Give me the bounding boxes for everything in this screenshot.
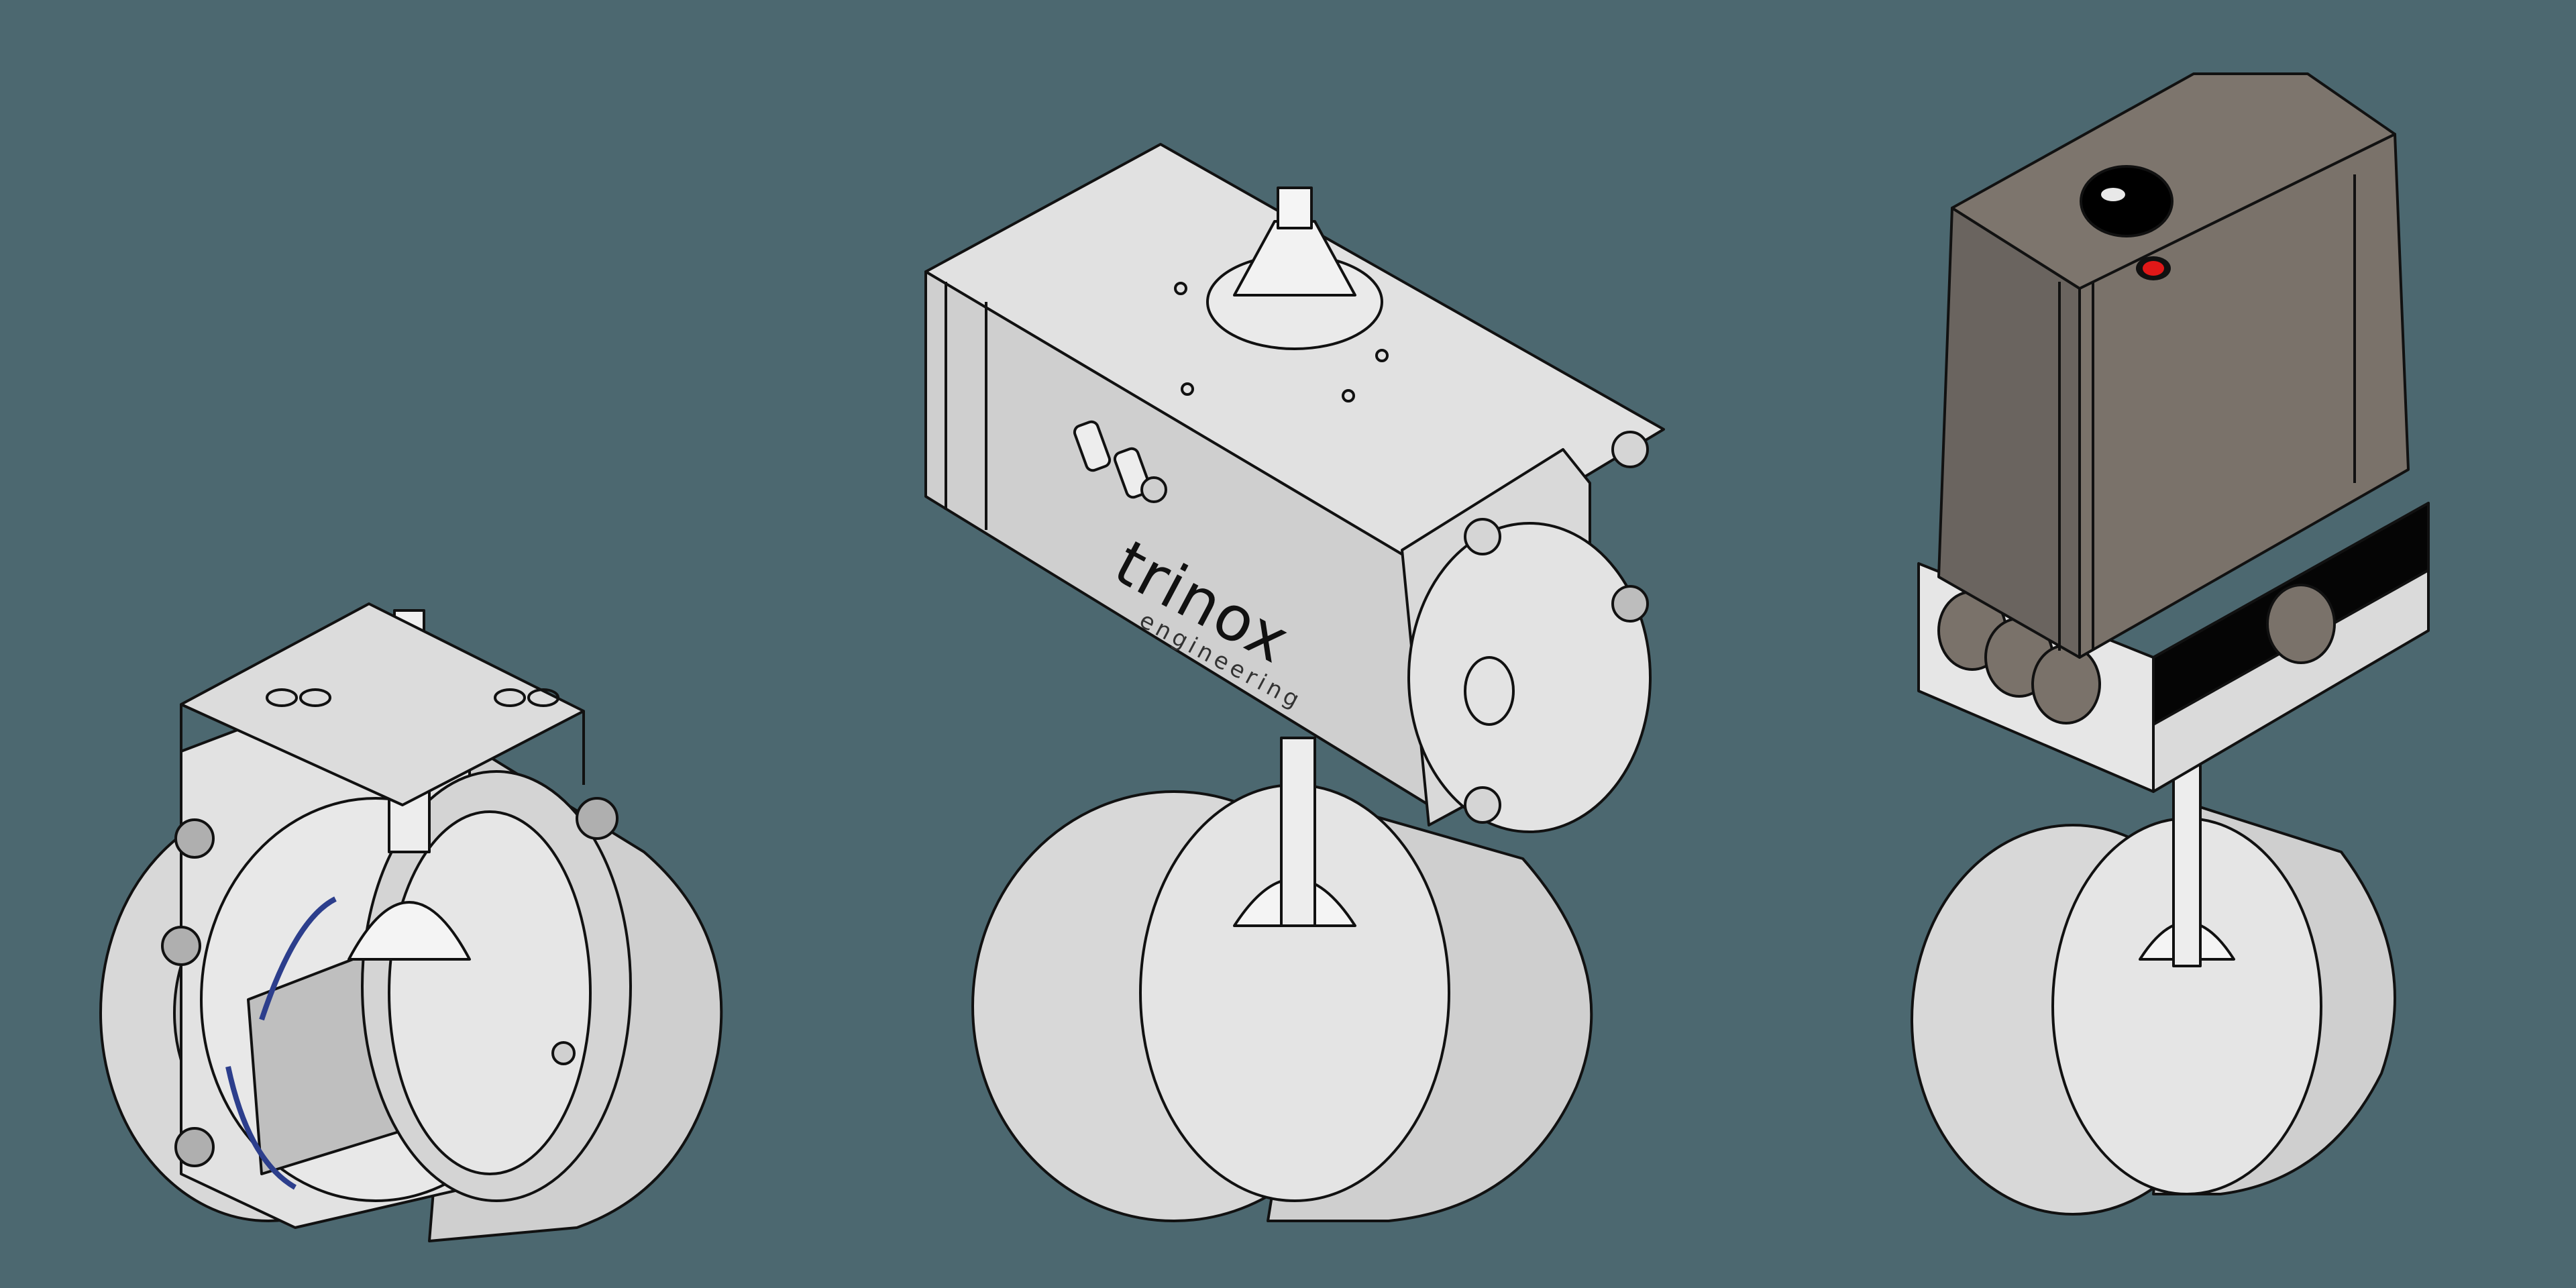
pneumatic-valve: trinox engineering bbox=[919, 134, 1711, 1234]
electric-valve bbox=[1911, 67, 2449, 1221]
electric-valve-drawing bbox=[1911, 72, 2430, 1216]
pneumatic-valve-drawing: trinox engineering bbox=[924, 143, 1665, 1222]
bare-valve bbox=[94, 584, 738, 1242]
bare-valve-drawing bbox=[99, 602, 723, 1242]
red-indicator-light bbox=[2143, 261, 2164, 276]
